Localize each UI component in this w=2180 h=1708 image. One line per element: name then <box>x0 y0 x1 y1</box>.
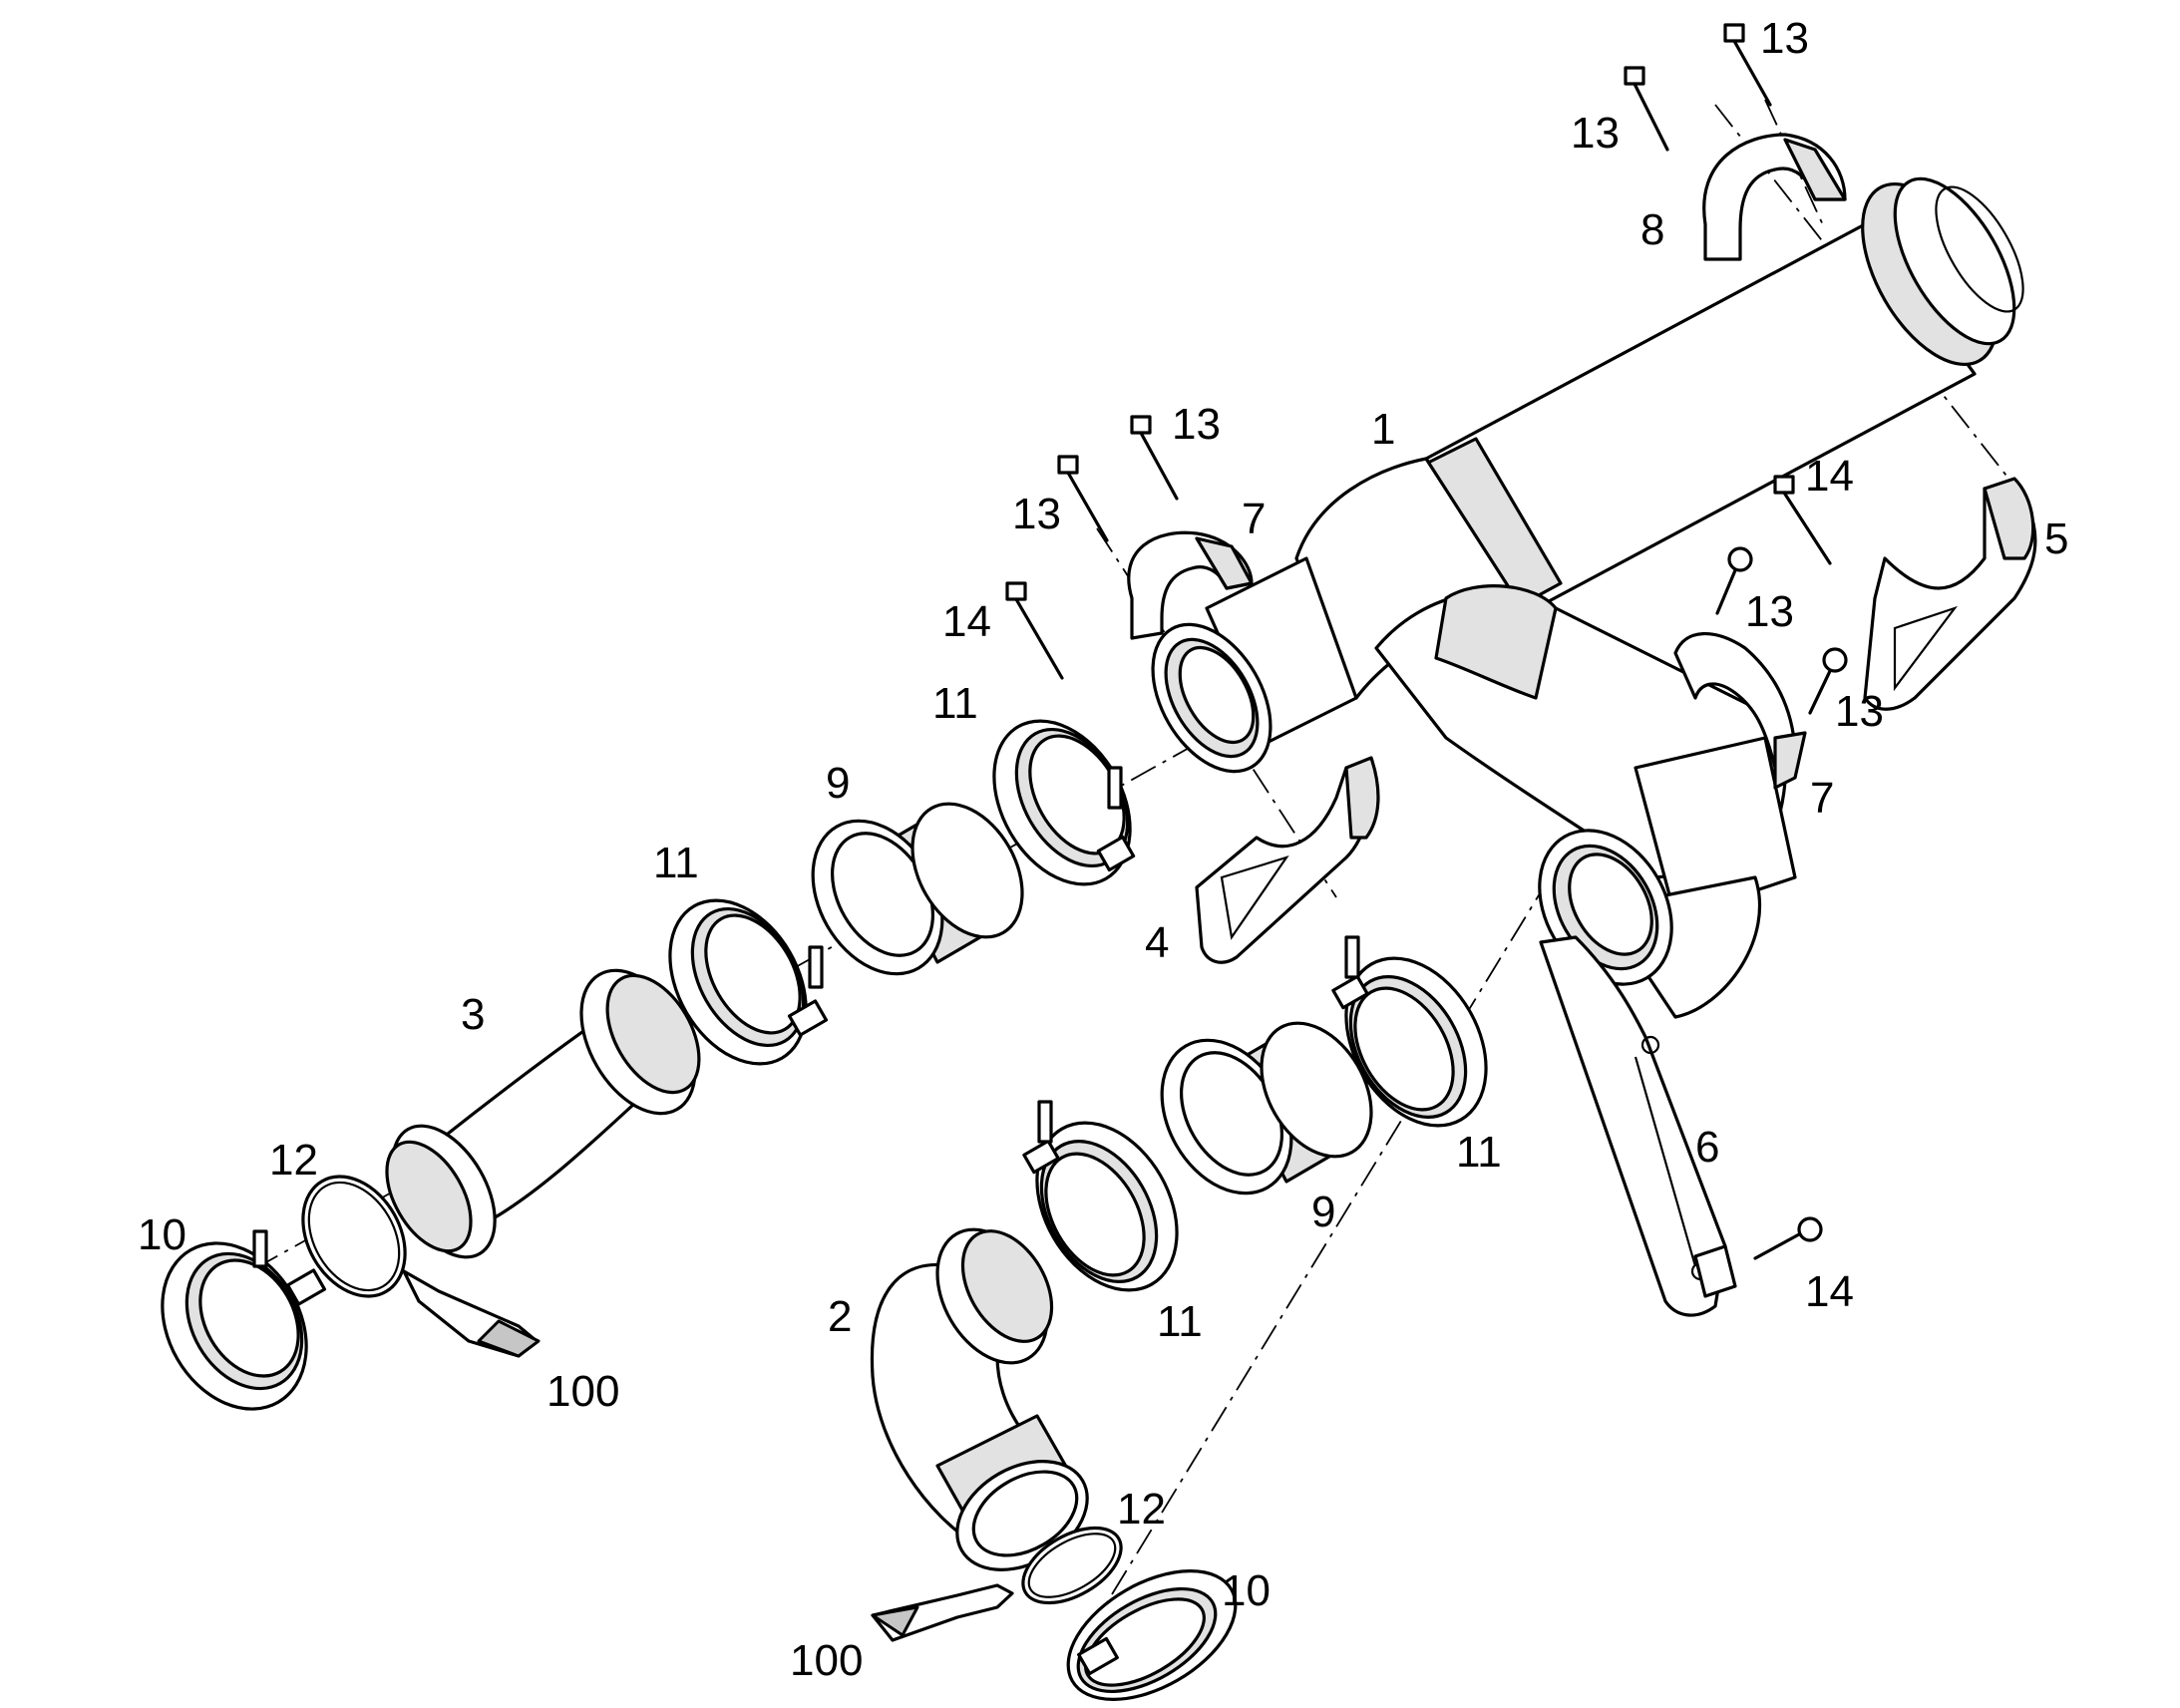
part-2-elbow-pipe <box>870 1227 1089 1571</box>
part-8-saddle-clamp <box>1702 133 1847 261</box>
part-13-bolt-top-left <box>1624 66 1669 152</box>
part-100-sealant-tube-upper <box>402 1269 541 1358</box>
part-100-sealant-tube-lower <box>871 1583 1014 1642</box>
callout-5: 5 <box>2044 514 2068 563</box>
part-9-sleeve-lower <box>1160 1021 1373 1196</box>
callout-11-d: 11 <box>1157 1297 1203 1346</box>
part-1-y-pipe <box>1205 176 2024 1019</box>
callout-2: 2 <box>828 1292 852 1341</box>
part-11-clamp-upper-left <box>668 898 829 1066</box>
part-14-bolt-upper <box>1005 581 1064 680</box>
part-13-bolt-top-right <box>1723 23 1772 107</box>
callout-14-a: 14 <box>942 597 991 646</box>
callout-13-a: 13 <box>1760 14 1809 63</box>
callout-11-a: 11 <box>932 679 978 728</box>
callout-11-b: 11 <box>653 839 699 887</box>
part-10-clamp-lower <box>1066 1569 1238 1701</box>
callout-4: 4 <box>1145 918 1169 967</box>
callout-11-c: 11 <box>1456 1128 1502 1177</box>
part-14-bolt-right <box>1773 475 1832 565</box>
part-11-clamp-lower-left <box>1022 1100 1179 1292</box>
part-13-bolt-lower-clamp-a <box>1715 546 1753 615</box>
part-11-clamp-upper-right <box>992 719 1136 886</box>
callout-12-lower: 12 <box>1117 1485 1166 1534</box>
callout-13-b: 13 <box>1571 109 1620 158</box>
part-13-bolt-mid-right <box>1130 415 1179 501</box>
callout-14-b: 14 <box>1805 452 1854 501</box>
callout-9-lower: 9 <box>1311 1188 1335 1236</box>
callout-6: 6 <box>1695 1123 1719 1172</box>
part-1-left-outlet <box>1151 622 1272 774</box>
part-6-support-strut <box>1539 935 1737 1317</box>
part-10-clamp-left <box>161 1229 327 1411</box>
callout-labels: 1 2 3 4 5 6 7 7 8 9 9 10 10 11 11 11 11 … <box>138 14 2068 1685</box>
callout-100-lower: 100 <box>790 1636 863 1685</box>
callout-7-lower: 7 <box>1810 774 1834 823</box>
callout-13-f: 13 <box>1835 687 1884 736</box>
part-7-lower-saddle-clamp <box>1673 632 1807 790</box>
callout-14-c: 14 <box>1805 1267 1854 1316</box>
callout-12-left: 12 <box>269 1136 318 1185</box>
part-13-bolt-lower-clamp-b <box>1808 647 1848 715</box>
callout-13-d: 13 <box>1012 490 1061 538</box>
part-14-bolt-lower <box>1753 1216 1823 1260</box>
callout-1: 1 <box>1371 405 1395 454</box>
callout-10-left: 10 <box>138 1210 186 1259</box>
part-5-bracket <box>1863 477 2037 711</box>
callout-7-upper: 7 <box>1242 495 1266 543</box>
callout-8: 8 <box>1640 205 1664 254</box>
part-3-pipe <box>385 968 701 1259</box>
callout-100-upper: 100 <box>546 1367 619 1416</box>
callout-13-c: 13 <box>1172 400 1221 449</box>
part-12-o-ring-left <box>301 1175 407 1298</box>
callout-13-e: 13 <box>1745 587 1794 636</box>
part-7-upper-saddle-clamp <box>1127 530 1254 640</box>
callout-9-upper: 9 <box>826 759 850 808</box>
callout-3: 3 <box>461 990 485 1039</box>
part-12-o-ring-lower <box>1021 1526 1123 1605</box>
part-13-bolt-mid-left <box>1057 455 1109 542</box>
part-11-clamp-lower-right <box>1331 935 1488 1128</box>
part-4-bracket <box>1195 756 1380 964</box>
part-9-sleeve-upper <box>811 802 1024 976</box>
callout-10-lower: 10 <box>1222 1566 1271 1615</box>
